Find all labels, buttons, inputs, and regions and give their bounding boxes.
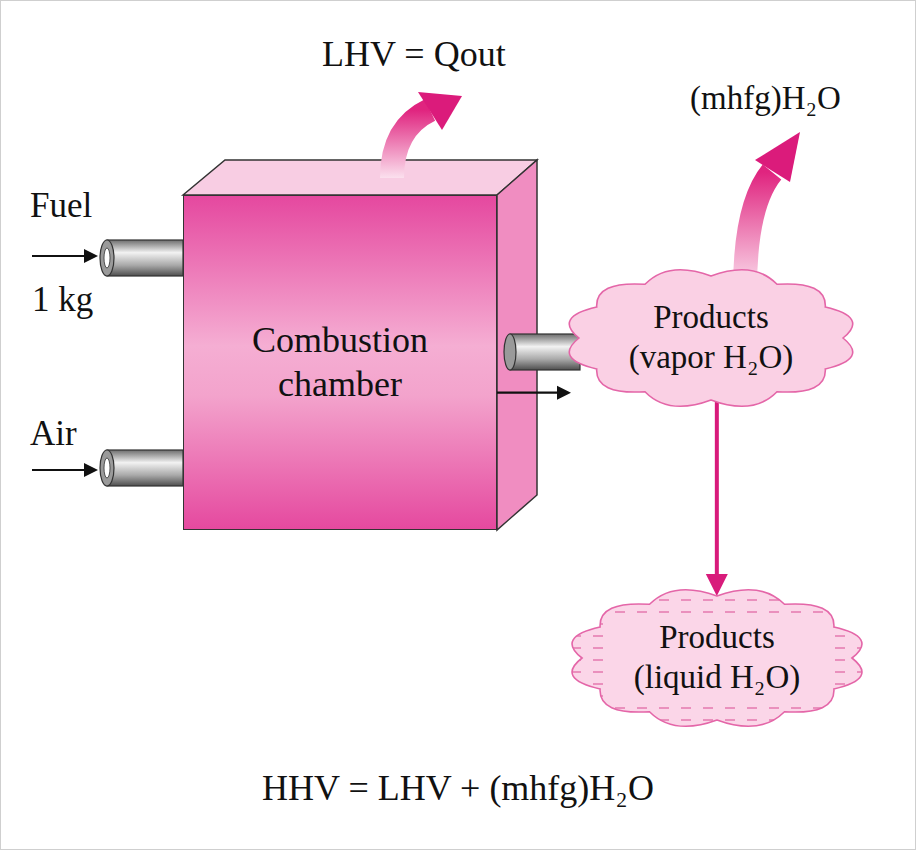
heating-value-equation: HHV = LHV + (mhfg)H₂O (0, 768, 916, 809)
air-arrow (32, 463, 98, 477)
heat-out-arrow (392, 92, 462, 178)
chamber-top-face (183, 160, 537, 195)
heat-output-label: LHV = Qout (322, 34, 506, 75)
node-text: Products (liquid H₂O) (608, 618, 826, 697)
cloud-outline (565, 262, 857, 414)
liquid-products-cloud: Products (liquid H₂O) (568, 582, 866, 734)
node-text: Products (vapor H₂O) (609, 298, 814, 377)
vapor-products-cloud: Products (vapor H₂O) (565, 262, 857, 414)
fuel-mass-label: 1 kg (32, 280, 93, 320)
combustion-chamber: Combustion chamber (183, 195, 497, 530)
flow-arrow (706, 402, 728, 596)
latent-heat-arrow (745, 132, 800, 290)
air-pipe (100, 450, 183, 486)
air-label: Air (30, 414, 77, 454)
latent-heat-label: (mhfg)H₂O (690, 80, 841, 118)
node-text: Combustion chamber (215, 319, 465, 405)
fuel-pipe (100, 240, 183, 276)
fuel-label: Fuel (30, 186, 92, 226)
fuel-arrow (32, 249, 98, 263)
flow-arrow (497, 386, 571, 400)
